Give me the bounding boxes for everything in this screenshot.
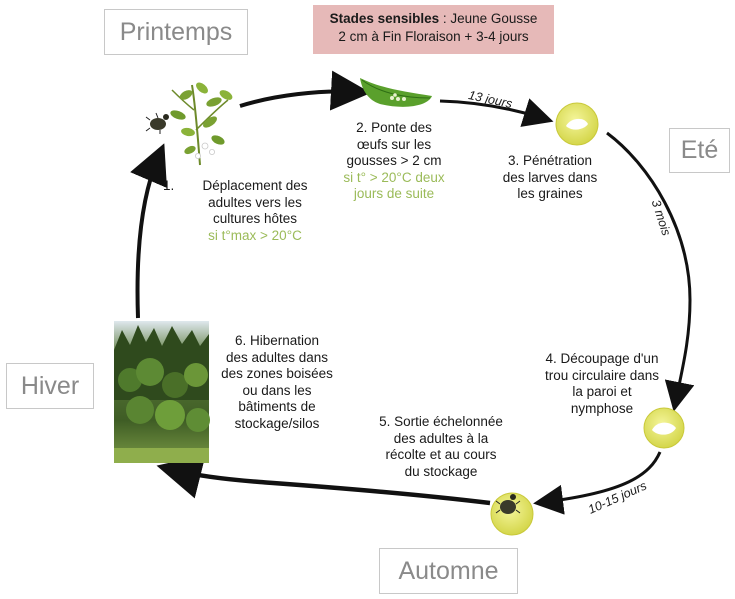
- beetle-icon: [145, 112, 169, 134]
- step-6-line: bâtiments de: [238, 399, 316, 414]
- step-6-line: des zones boisées: [221, 366, 333, 381]
- step-6-line: ou dans les: [242, 382, 312, 398]
- step-1-line: adultes vers les: [208, 194, 302, 210]
- plant-illustration: [170, 82, 233, 166]
- step-4-line: nymphose: [570, 400, 634, 416]
- step-2-condition: jours de suite: [353, 186, 435, 201]
- seed-larva-icon: [555, 102, 599, 146]
- arrow-to-forest: [156, 454, 491, 506]
- step-4-line: trou circulaire dans: [544, 367, 660, 383]
- step-4-text: 4. Découpage d'un trou circulaire dans l…: [522, 351, 682, 417]
- forest-photo: [114, 321, 210, 463]
- arrow-pod-to-seed: [439, 98, 554, 127]
- season-summer: Eté: [669, 128, 730, 173]
- step-2-line: œufs sur les: [356, 136, 432, 152]
- step-3-line: des larves dans: [502, 169, 598, 185]
- step-2-line: 2. Ponte des: [356, 120, 432, 135]
- step-5-line: des adultes à la: [393, 430, 489, 446]
- step-5-line: du stockage: [404, 463, 478, 479]
- step-3-text: 3. Pénétration des larves dans les grain…: [488, 153, 612, 203]
- step-1-condition: si t°max > 20°C: [208, 227, 302, 243]
- step-4-line: 4. Découpage d'un: [545, 351, 659, 366]
- arrow-seed-to-beetle-seed: [533, 451, 662, 515]
- stages-line2: 2 cm à Fin Floraison + 3-4 jours: [338, 29, 529, 44]
- sensitive-stages-box: Stades sensibles : Jeune Gousse 2 cm à F…: [313, 5, 554, 54]
- season-winter: Hiver: [6, 363, 94, 409]
- arrow-plant-to-pod: [239, 70, 371, 111]
- step-2-condition: si t° > 20°C deux: [343, 169, 445, 185]
- pea-pod-icon: [360, 78, 432, 107]
- step-4-line: la paroi et: [572, 384, 632, 399]
- step-6-line: 6. Hibernation: [234, 333, 320, 348]
- step-6-text: 6. Hibernation des adultes dans des zone…: [207, 333, 347, 432]
- step-5-line: 5. Sortie échelonnée: [379, 414, 503, 429]
- arrow-seed-to-seed: [606, 131, 695, 412]
- step-2-line: gousses > 2 cm: [346, 153, 442, 168]
- step-5-line: récolte et au cours: [385, 447, 497, 462]
- step-1-line: cultures hôtes: [212, 211, 298, 226]
- step-5-text: 5. Sortie échelonnée des adultes à la ré…: [367, 414, 515, 480]
- stages-line1: : Jeune Gousse: [439, 11, 538, 26]
- arrow-forest-to-plant: [130, 143, 167, 319]
- seed-beetle-icon: [490, 492, 534, 536]
- step-2-text: 2. Ponte des œufs sur les gousses > 2 cm…: [330, 120, 458, 203]
- season-autumn: Automne: [379, 548, 518, 594]
- step-6-line: stockage/silos: [234, 415, 320, 431]
- seed-nymph-icon: [643, 407, 685, 449]
- step-3-line: 3. Pénétration: [507, 153, 593, 168]
- step-1-text: Déplacement des adultes vers les culture…: [186, 178, 324, 244]
- season-spring: Printemps: [104, 9, 248, 55]
- step-1-number: 1.: [163, 178, 175, 193]
- step-1-line: Déplacement des: [202, 178, 308, 193]
- stages-title: Stades sensibles: [329, 11, 440, 26]
- step-3-line: les graines: [517, 186, 583, 201]
- step-6-line: des adultes dans: [225, 349, 329, 365]
